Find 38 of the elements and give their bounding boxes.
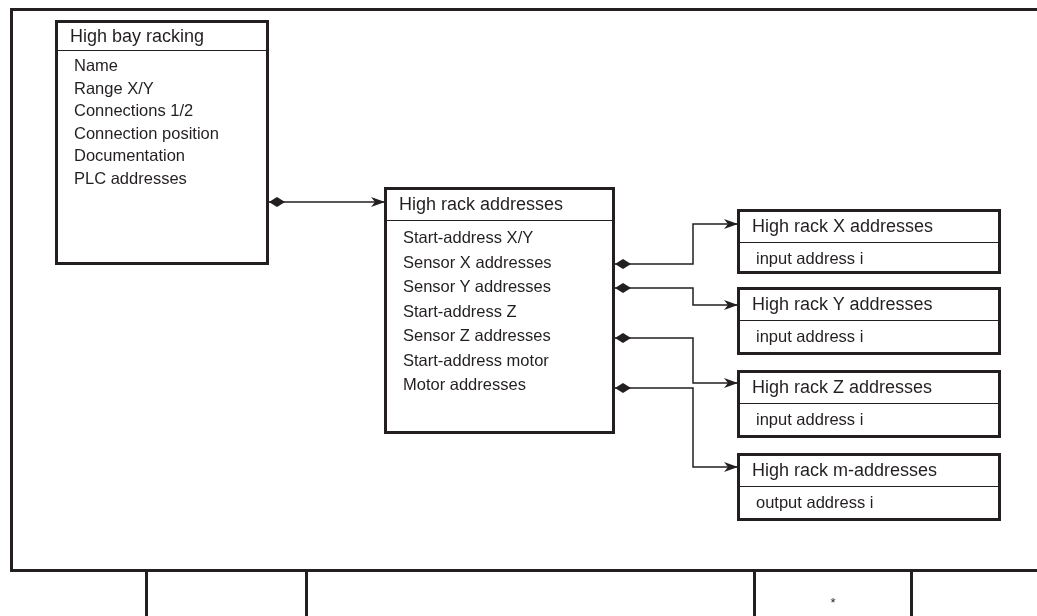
class-name: High rack m-addresses [740, 456, 998, 487]
attribute-text: Start-address X/Y [403, 227, 534, 248]
composition-arrow [614, 333, 738, 388]
attribute-text: Connection position [74, 122, 219, 144]
attribute-text: Start-address Z [403, 300, 517, 322]
composition-arrow [614, 219, 738, 269]
attribute-text: Sensor Z addresses [403, 325, 551, 346]
outer-frame [10, 8, 1037, 572]
class-box [737, 370, 1001, 438]
class-box [737, 453, 1001, 521]
attribute-text: Name [74, 55, 118, 76]
attribute-text: Documentation [74, 145, 185, 166]
class-name: High rack addresses [387, 190, 612, 221]
attribute-text: input address i [756, 326, 864, 347]
attribute-text: input address i [756, 409, 864, 430]
class-box [737, 209, 1001, 274]
attribute-text: output address i [756, 492, 874, 513]
composition-arrow [268, 197, 385, 207]
class-box [55, 20, 269, 265]
attribute-text: Range X/Y [74, 77, 154, 99]
composition-arrow [614, 383, 738, 472]
attribute-text: PLC addresses [74, 167, 187, 189]
class-box [737, 287, 1001, 355]
empty-box [145, 569, 308, 616]
attribute-text: Start-address motor [403, 349, 549, 371]
attribute-text: input address i [756, 248, 864, 269]
class-box [384, 187, 615, 434]
attribute-text: Sensor X addresses [403, 251, 552, 273]
attribute-text: Sensor Y addresses [403, 276, 551, 297]
composition-arrow [614, 283, 738, 310]
class-name: High rack Y addresses [740, 290, 998, 321]
tab-box [753, 569, 913, 616]
attribute-text: Motor addresses [403, 374, 526, 395]
class-name: High rack X addresses [740, 212, 998, 243]
class-name: High bay racking [58, 23, 266, 51]
attribute-text: Connections 1/2 [74, 100, 194, 121]
class-name: High rack Z addresses [740, 373, 998, 404]
box-text: * [830, 593, 836, 610]
